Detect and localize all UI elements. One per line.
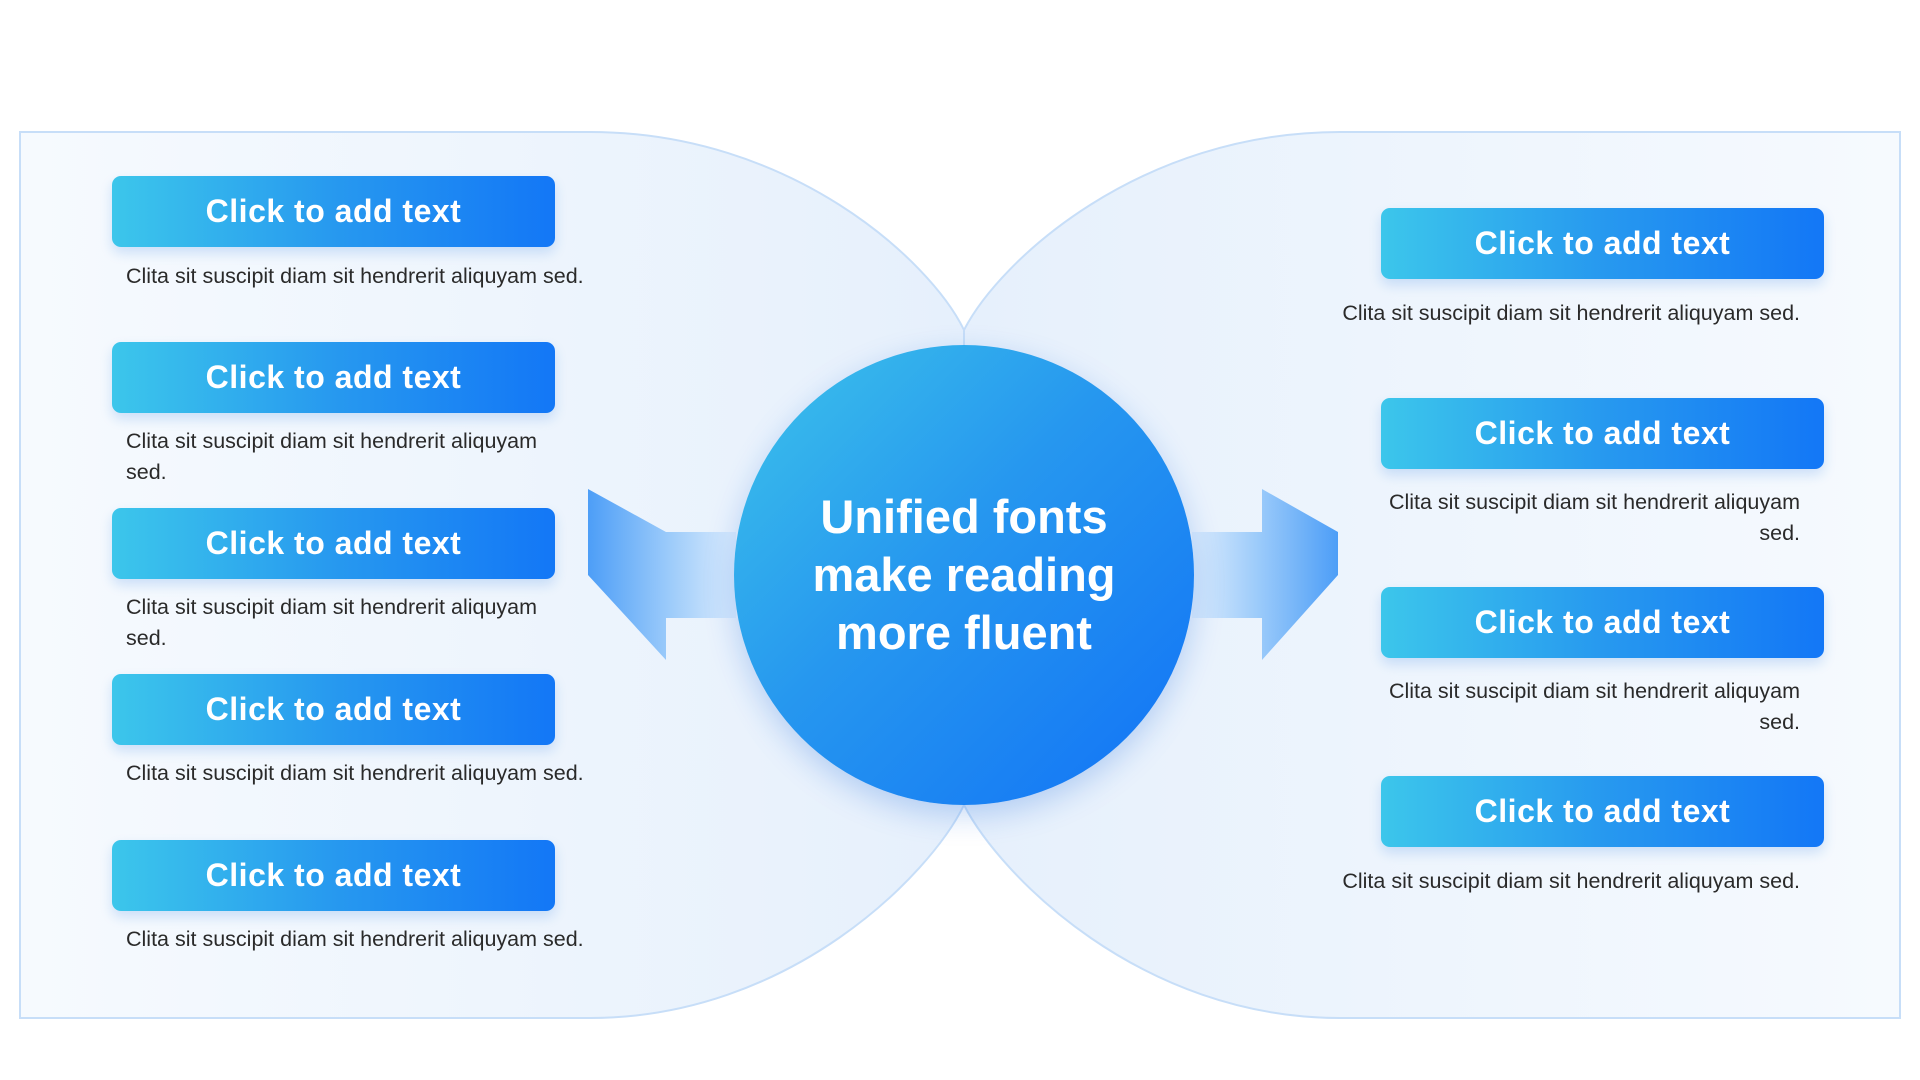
left-item-2-title[interactable]: Click to add text — [112, 342, 555, 413]
left-item-1-text: Clita sit suscipit diam sit hendrerit al… — [126, 264, 584, 288]
center-circle: Unified fonts make reading more fluent — [734, 345, 1194, 805]
right-item-2-title[interactable]: Click to add text — [1381, 398, 1824, 469]
right-item-1-title[interactable]: Click to add text — [1381, 208, 1824, 279]
right-item-3-title[interactable]: Click to add text — [1381, 587, 1824, 658]
left-item-3-text: Clita sit suscipit diam sit hendrerit al… — [126, 595, 538, 650]
left-item-3-title[interactable]: Click to add text — [112, 508, 555, 579]
left-item-4-title[interactable]: Click to add text — [112, 674, 555, 745]
center-title[interactable]: Unified fonts make reading more fluent — [812, 490, 1116, 659]
right-item-4-title[interactable]: Click to add text — [1381, 776, 1824, 847]
left-item-5-text: Clita sit suscipit diam sit hendrerit al… — [126, 927, 584, 951]
left-item-2-text: Clita sit suscipit diam sit hendrerit al… — [126, 429, 538, 484]
right-item-2-text: Clita sit suscipit diam sit hendrerit al… — [1388, 490, 1800, 545]
left-item-4-text: Clita sit suscipit diam sit hendrerit al… — [126, 761, 584, 785]
right-item-3-text: Clita sit suscipit diam sit hendrerit al… — [1388, 679, 1800, 734]
left-arrow — [588, 489, 736, 660]
left-item-5-title[interactable]: Click to add text — [112, 840, 555, 911]
right-item-1-text: Clita sit suscipit diam sit hendrerit al… — [1342, 301, 1800, 325]
right-item-4-text: Clita sit suscipit diam sit hendrerit al… — [1342, 869, 1800, 893]
left-item-1-title[interactable]: Click to add text — [112, 176, 555, 247]
right-arrow — [1192, 489, 1338, 660]
